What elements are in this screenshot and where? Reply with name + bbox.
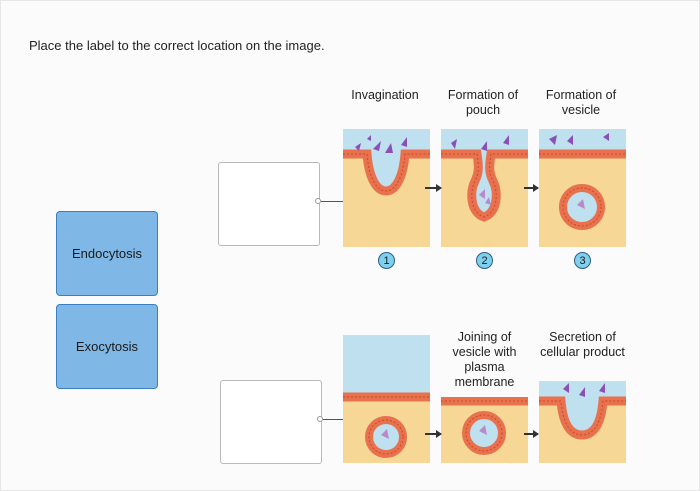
label-exocytosis[interactable]: Exocytosis xyxy=(56,304,158,389)
arrow-exo-1-to-2 xyxy=(425,430,442,437)
drop-zone-2-leader-line xyxy=(323,419,343,420)
arrow-exo-2-to-3 xyxy=(524,430,539,437)
label-endocytosis-text: Endocytosis xyxy=(71,246,143,261)
label-exocytosis-text: Exocytosis xyxy=(75,339,139,354)
header-invagination: Invagination xyxy=(351,88,419,102)
header-formation-pouch: Formation of pouch xyxy=(447,88,519,117)
label-endocytosis[interactable]: Endocytosis xyxy=(56,211,158,296)
header-secretion: Secretion of cellular product xyxy=(540,330,625,359)
step-badge-2: 2 xyxy=(476,252,493,269)
exocytosis-panel-secretion xyxy=(539,381,626,463)
exocytosis-panel-joining xyxy=(441,397,528,463)
endocytosis-panel-invagination xyxy=(343,129,430,247)
arrow-step-2-to-3 xyxy=(524,184,539,191)
arrow-step-1-to-2 xyxy=(425,184,442,191)
step-badge-3: 3 xyxy=(574,252,591,269)
endocytosis-panel-vesicle xyxy=(539,129,626,247)
drop-zone-1-anchor xyxy=(315,198,321,204)
question-prompt: Place the label to the correct location … xyxy=(29,38,325,53)
step-badge-1: 1 xyxy=(378,252,395,269)
drop-zone-1-leader-line xyxy=(321,201,343,202)
header-formation-vesicle: Formation of vesicle xyxy=(545,88,617,117)
header-joining-vesicle: Joining of vesicle with plasma membrane xyxy=(452,330,517,389)
drop-zone-endocytosis[interactable] xyxy=(218,162,320,246)
endocytosis-panel-pouch xyxy=(441,129,528,247)
exocytosis-panel-vesicle-approach xyxy=(343,335,430,463)
drop-zone-2-anchor xyxy=(317,416,323,422)
drop-zone-exocytosis[interactable] xyxy=(220,380,322,464)
